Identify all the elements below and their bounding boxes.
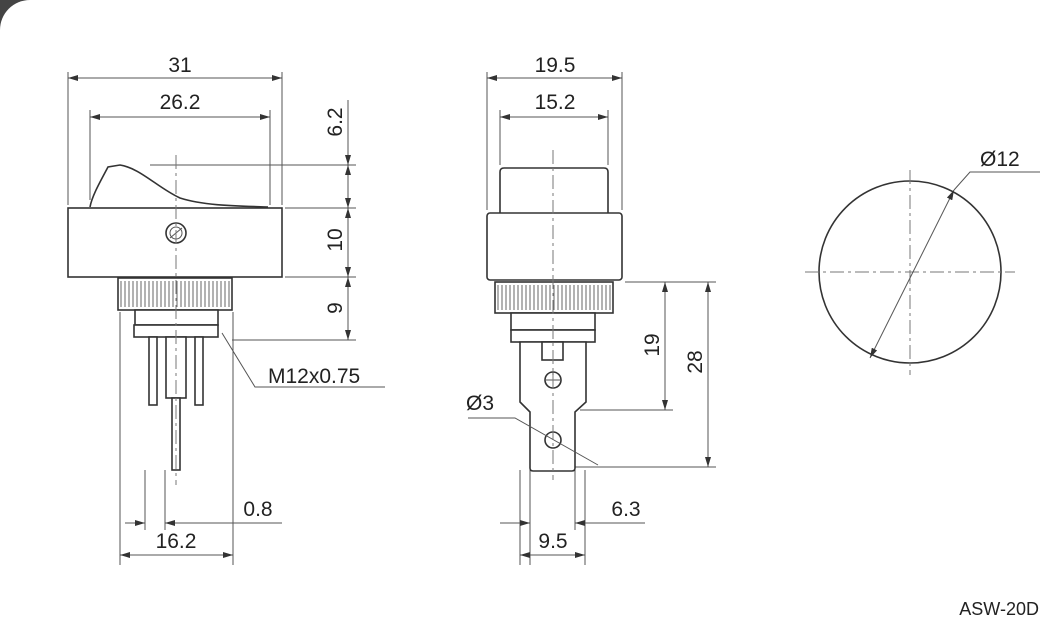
knurled-ring xyxy=(117,277,233,311)
terminal-pin xyxy=(148,336,158,406)
terminal-pin xyxy=(194,336,204,406)
panel-corner xyxy=(0,0,60,60)
dim-label: 16.2 xyxy=(156,530,197,553)
dim-label: 6.3 xyxy=(611,498,640,521)
dim-label: 15.2 xyxy=(535,91,576,114)
side-view: 31 26.2 6.2 10 9 M12x0.75 16.2 0.8 xyxy=(67,54,385,565)
dim-label: 19.5 xyxy=(535,54,576,77)
dim-label: 31 xyxy=(168,54,191,77)
dim-label: Ø3 xyxy=(466,392,494,415)
switch-body xyxy=(486,212,623,281)
dim-label: 26.2 xyxy=(160,91,201,114)
front-view: Ø3 19.5 15.2 19 28 9.5 6.3 xyxy=(466,54,716,565)
dim-label: 10 xyxy=(324,228,347,251)
dim-label: 9 xyxy=(324,302,347,314)
panel-cutout-view: Ø12 xyxy=(805,148,1040,375)
knurl-lines xyxy=(120,281,230,307)
dim-label: 0.8 xyxy=(243,498,272,521)
dim-label: 9.5 xyxy=(538,530,567,553)
dim-label: Ø12 xyxy=(980,148,1020,171)
dim-label: 28 xyxy=(684,350,707,373)
knurl-lines xyxy=(497,285,611,310)
dim-label: 6.2 xyxy=(324,107,347,136)
rocker-cap xyxy=(499,167,609,213)
dim-label: 19 xyxy=(641,333,664,356)
thread-label: M12x0.75 xyxy=(268,365,360,388)
rocker-actuator xyxy=(89,164,269,208)
model-number: ASW-20D xyxy=(959,599,1039,619)
